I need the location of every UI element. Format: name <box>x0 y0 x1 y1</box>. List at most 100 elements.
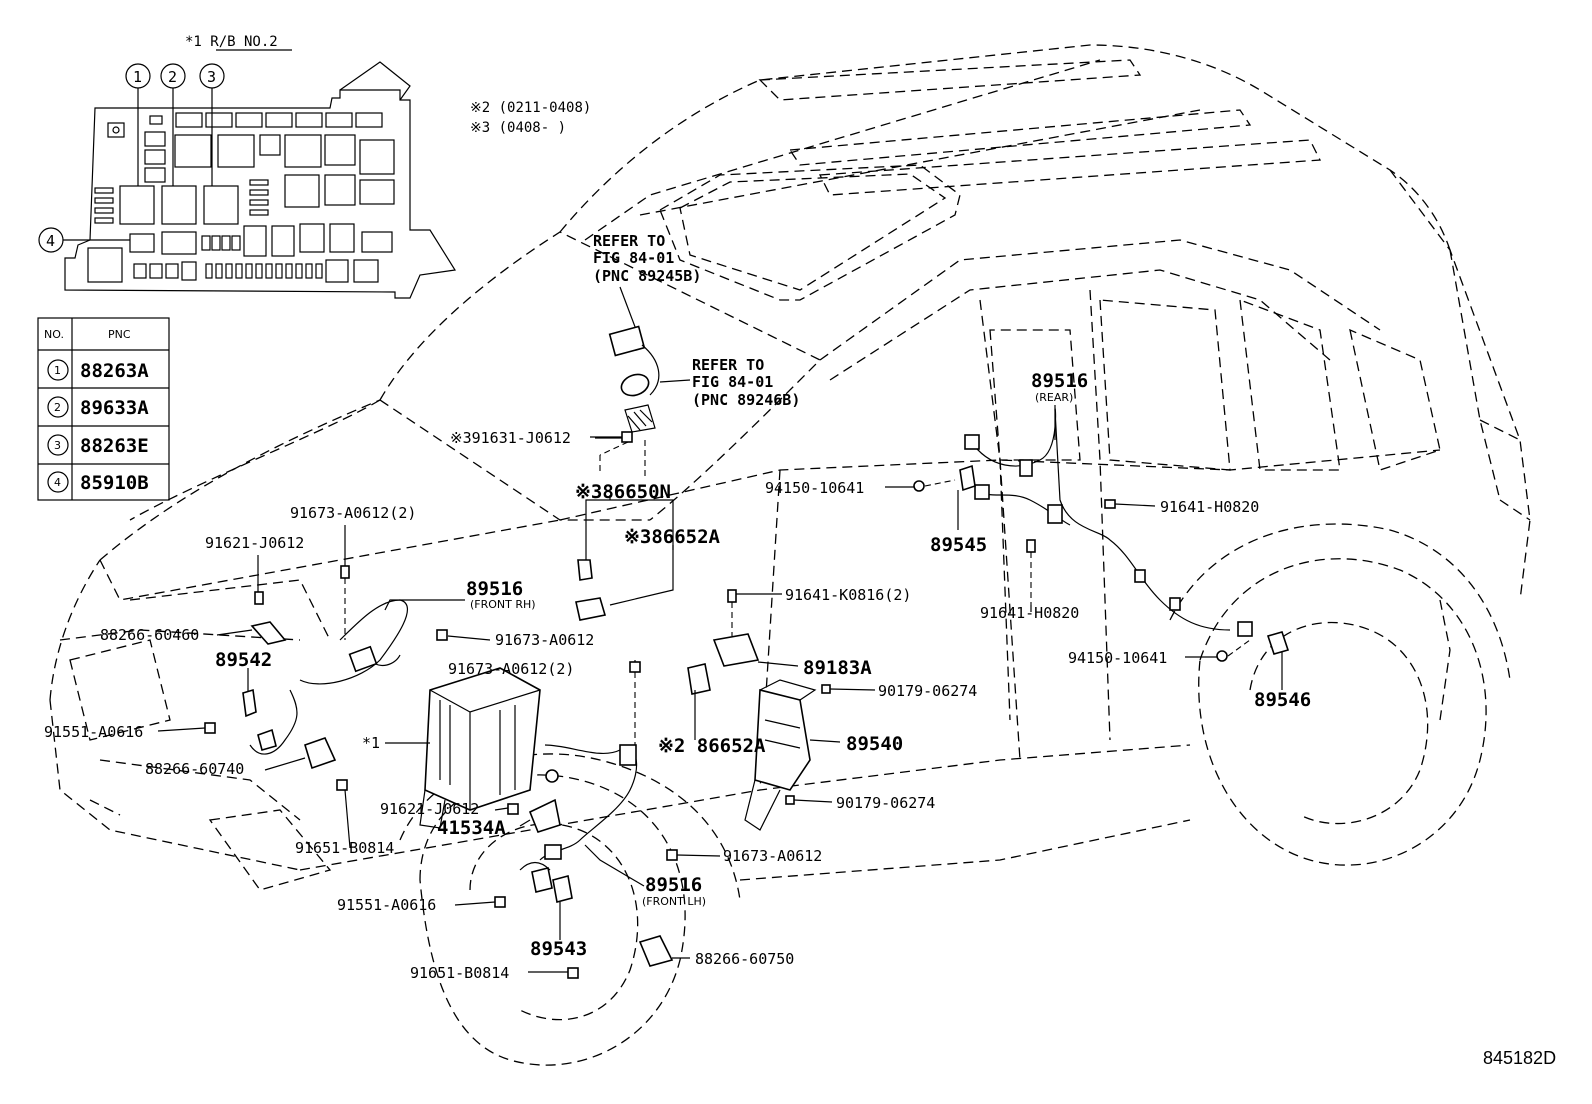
bolt-91551-bot-part <box>494 896 506 908</box>
label-89516-rear-sub: (REAR) <box>1035 391 1073 404</box>
refer-to-89245B: REFER TO FIG 84-01 (PNC 89245B) <box>593 232 701 341</box>
bolt-91621-bot-part <box>507 803 519 815</box>
nut-94150-b-part <box>1216 650 1228 662</box>
spiral-cable-part <box>620 373 650 397</box>
label-89516-front-lh: 89516 <box>645 874 702 896</box>
pnc-row-no: 2 <box>54 401 61 414</box>
wire-clip-part <box>348 645 378 673</box>
bolt-91673-a-part <box>436 629 448 641</box>
label-89543: 89543 <box>530 938 587 960</box>
bolt-91621-top-part <box>254 591 264 605</box>
diagram-code: 845182D <box>1483 1048 1556 1068</box>
pnc-table: NO. PNC 1 88263A 2 89633A 3 88263E 4 859… <box>37 317 170 501</box>
label-88266-60740: 88266-60740 <box>145 760 244 778</box>
sensor-86652A-part <box>575 597 607 621</box>
label-91673-A0612-a: 91673-A0612 <box>495 631 594 649</box>
pnc-row-value: 85910B <box>80 472 149 494</box>
label-91673-A0612-2-mid: 91673-A0612(2) <box>448 660 574 678</box>
sensor-89546-part <box>1266 631 1290 655</box>
bolt-91641-k-part <box>727 589 737 603</box>
label-89545: 89545 <box>930 534 987 556</box>
rear-clip-2-part <box>1047 504 1063 524</box>
wire-clip-lh-part <box>619 744 637 766</box>
parts-group <box>204 325 1290 979</box>
label-89516-rear: 89516 <box>1031 370 1088 392</box>
label-86652A-mid: ※2 86652A <box>658 735 766 757</box>
label-91651-B0814-bot: 91651-B0814 <box>410 964 509 982</box>
speed-sensor-rh-part <box>257 728 277 751</box>
bracket-86650N-part <box>577 559 593 581</box>
label-41534A: 41534A <box>437 817 506 839</box>
rear-speed-sensor-part <box>1237 621 1253 637</box>
sensor-89545-part <box>959 464 976 492</box>
ref1-line2: FIG 84-01 <box>593 249 674 267</box>
label-91641-H0820-b: 91641-H0820 <box>980 604 1079 622</box>
bracket-88266-60460-part <box>250 621 287 645</box>
label-90179-06274-b: 90179-06274 <box>836 794 935 812</box>
label-89516-front-rh-sub: (FRONT RH) <box>470 598 536 611</box>
relay-box-diagram: *1 R/B NO.2 <box>38 34 456 299</box>
pnc-row-no: 3 <box>54 439 61 452</box>
steering-sensor-part <box>608 325 646 357</box>
rear-connector-part <box>964 434 980 450</box>
bolt-91673-2-part <box>629 661 641 673</box>
rear-clip-3-part <box>1134 569 1146 583</box>
label-91651-B0814-top: 91651-B0814 <box>295 839 394 857</box>
sensor-89543-part <box>552 875 573 903</box>
abs-actuator-part <box>424 667 541 811</box>
pnc-row-value: 89633A <box>80 397 149 419</box>
ref1-line1: REFER TO <box>593 232 665 250</box>
callout-3: 3 <box>207 68 216 86</box>
label-91551-A0616-bot: 91551-A0616 <box>337 896 436 914</box>
rear-clip-part <box>1019 459 1033 477</box>
label-89540: 89540 <box>846 733 903 755</box>
label-89516-front-lh-sub: (FRONT LH) <box>642 895 706 908</box>
label-91551-A0616-top: 91551-A0616 <box>44 723 143 741</box>
label-90179-06274-a: 90179-06274 <box>878 682 977 700</box>
callout-4: 4 <box>46 232 55 250</box>
pnc-row-value: 88263A <box>80 360 149 382</box>
ref2-line3: (PNC 89246B) <box>692 391 800 409</box>
bolt-91673-b-part <box>666 849 678 861</box>
label-89516-front-rh: 89516 <box>466 578 523 600</box>
label-94150-10641-b: 94150-10641 <box>1068 649 1167 667</box>
label-86652A-top: ※386652A <box>624 526 721 548</box>
label-88266-60750: 88266-60750 <box>695 950 794 968</box>
label-91673-A0612-b: 91673-A0612 <box>723 847 822 865</box>
label-91641-K0816-2: 91641-K0816(2) <box>785 586 911 604</box>
callout-1: 1 <box>133 68 142 86</box>
bracket-88266-60750-part <box>638 935 674 967</box>
callout-2: 2 <box>168 68 177 86</box>
part-labels: ※391631-J0612 ※386650N ※386652A 91673-A0… <box>44 370 1311 982</box>
label-94150-10641-a: 94150-10641 <box>765 479 864 497</box>
bolt-91673-top-part <box>340 565 350 579</box>
label-91641-H0820-a: 91641-H0820 <box>1160 498 1259 516</box>
pnc-table-header-no: NO. <box>44 328 64 341</box>
label-89542: 89542 <box>215 649 272 671</box>
label-star1: *1 <box>362 734 380 752</box>
rear-connector-2-part <box>974 484 990 500</box>
bolt-91641-h-b-part <box>1026 539 1036 553</box>
bolt-91631-part <box>621 431 633 443</box>
label-91673-A0612-2-top: 91673-A0612(2) <box>290 504 416 522</box>
note-3: ※3 (0408- ) <box>470 120 566 136</box>
relay-box-title: *1 R/B NO.2 <box>185 34 278 50</box>
label-86650N: ※386650N <box>575 481 671 503</box>
label-91621-J0612-bot: 91621-J0612 <box>380 800 479 818</box>
rear-clip-4-part <box>1169 597 1181 611</box>
grommet-part <box>545 769 559 783</box>
vehicle-outline <box>49 44 1531 1066</box>
label-91621-J0612-top: 91621-J0612 <box>205 534 304 552</box>
label-91631-J0612: ※391631-J0612 <box>450 429 571 447</box>
pnc-table-header-pnc: PNC <box>108 328 131 341</box>
yaw-sensor-89183A-part <box>712 633 760 667</box>
pnc-row-no: 1 <box>54 364 61 377</box>
ref2-line1: REFER TO <box>692 356 764 374</box>
bolt-91641-h-a-part <box>1104 499 1116 509</box>
pnc-row-value: 88263E <box>80 435 149 457</box>
speed-sensor-lh-part <box>531 867 553 893</box>
label-88266-60460: 88266-60460 <box>100 626 199 644</box>
nut-90179-b-part <box>785 795 795 805</box>
